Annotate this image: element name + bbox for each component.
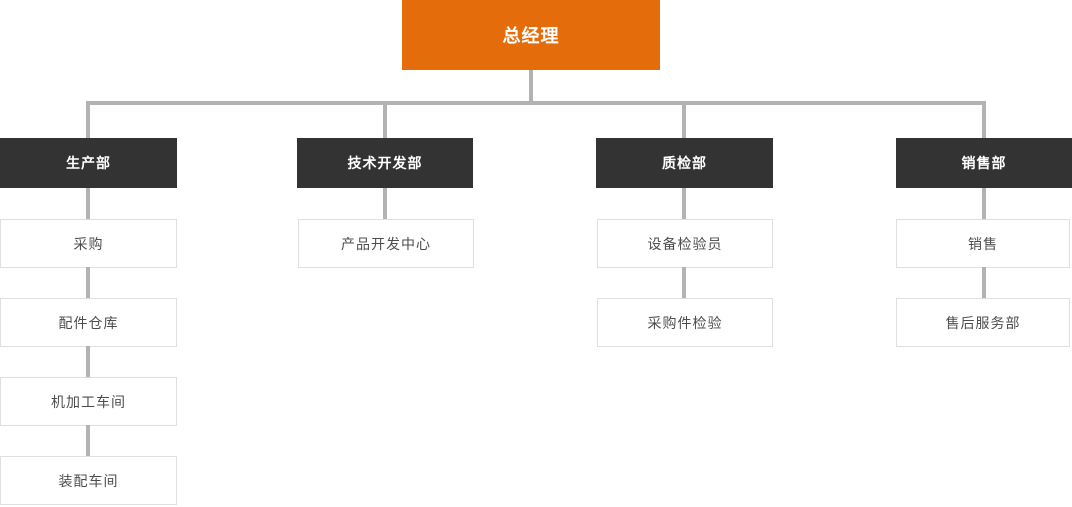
connector-drop-qc: [682, 101, 686, 139]
child-node-machining-workshop: 机加工车间: [0, 377, 177, 426]
connector-drop-sales: [982, 101, 986, 139]
connector: [682, 188, 686, 221]
connector: [86, 425, 90, 458]
connector: [86, 188, 90, 221]
connector-trunk: [529, 70, 533, 103]
connector: [982, 188, 986, 221]
dept-node-production: 生产部: [0, 138, 177, 188]
dept-node-qc: 质检部: [596, 138, 773, 188]
connector: [383, 188, 387, 221]
connector: [86, 267, 90, 300]
child-node-purchasing: 采购: [0, 219, 177, 268]
child-node-purchased-parts-inspection: 采购件检验: [597, 298, 773, 347]
connector: [86, 346, 90, 379]
child-node-parts-warehouse: 配件仓库: [0, 298, 177, 347]
dept-node-sales: 销售部: [896, 138, 1072, 188]
connector: [682, 267, 686, 300]
dept-node-rnd: 技术开发部: [297, 138, 473, 188]
connector-rail: [86, 101, 986, 105]
root-node-general-manager: 总经理: [402, 0, 660, 70]
connector: [982, 267, 986, 300]
child-node-sales: 销售: [896, 219, 1070, 268]
child-node-after-sales-service: 售后服务部: [896, 298, 1070, 347]
child-node-equipment-inspector: 设备检验员: [597, 219, 773, 268]
connector-drop-rnd: [383, 101, 387, 139]
child-node-product-dev-center: 产品开发中心: [298, 219, 474, 268]
child-node-assembly-workshop: 装配车间: [0, 456, 177, 505]
connector-drop-production: [86, 101, 90, 139]
